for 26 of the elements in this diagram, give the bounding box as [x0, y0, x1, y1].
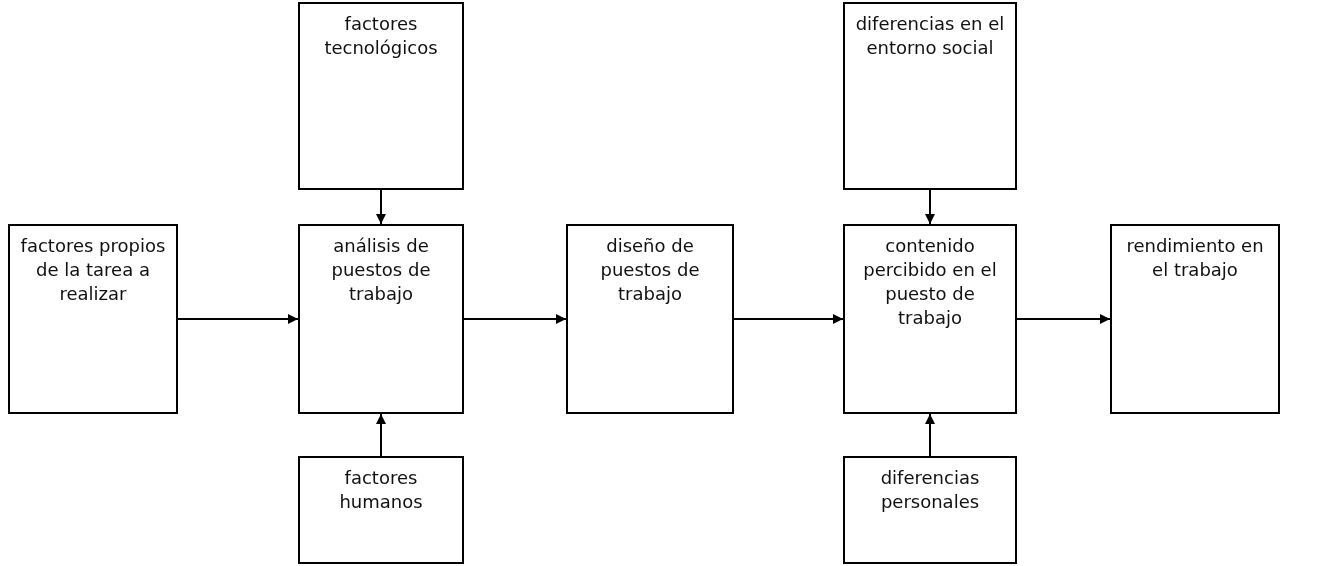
- process-box: [8, 224, 178, 414]
- box-label: diferencias personales: [879, 466, 981, 514]
- box-label: rendimiento en el trabajo: [1125, 234, 1265, 282]
- arrow: [925, 413, 935, 457]
- box-label: análisis de puestos de trabajo: [330, 234, 432, 306]
- process-box: [843, 456, 1017, 564]
- process-box: [298, 224, 464, 414]
- arrow: [463, 314, 567, 324]
- arrow: [925, 189, 935, 225]
- process-box: [843, 2, 1017, 190]
- process-box: [1110, 224, 1280, 414]
- box-label: diferencias en el entorno social: [854, 12, 1006, 60]
- box-label: factores tecnológicos: [323, 12, 439, 60]
- arrow: [376, 413, 386, 457]
- arrow: [177, 314, 299, 324]
- arrow: [733, 314, 844, 324]
- process-box: [843, 224, 1017, 414]
- arrow: [1016, 314, 1111, 324]
- process-box: [298, 2, 464, 190]
- box-label: contenido percibido en el puesto de trabajo: [862, 234, 998, 330]
- box-label: factores humanos: [338, 466, 424, 514]
- process-box: [298, 456, 464, 564]
- box-label: diseño de puestos de trabajo: [599, 234, 701, 306]
- box-label: factores propios de la tarea a realizar: [19, 234, 167, 306]
- process-box: [566, 224, 734, 414]
- arrow: [376, 189, 386, 225]
